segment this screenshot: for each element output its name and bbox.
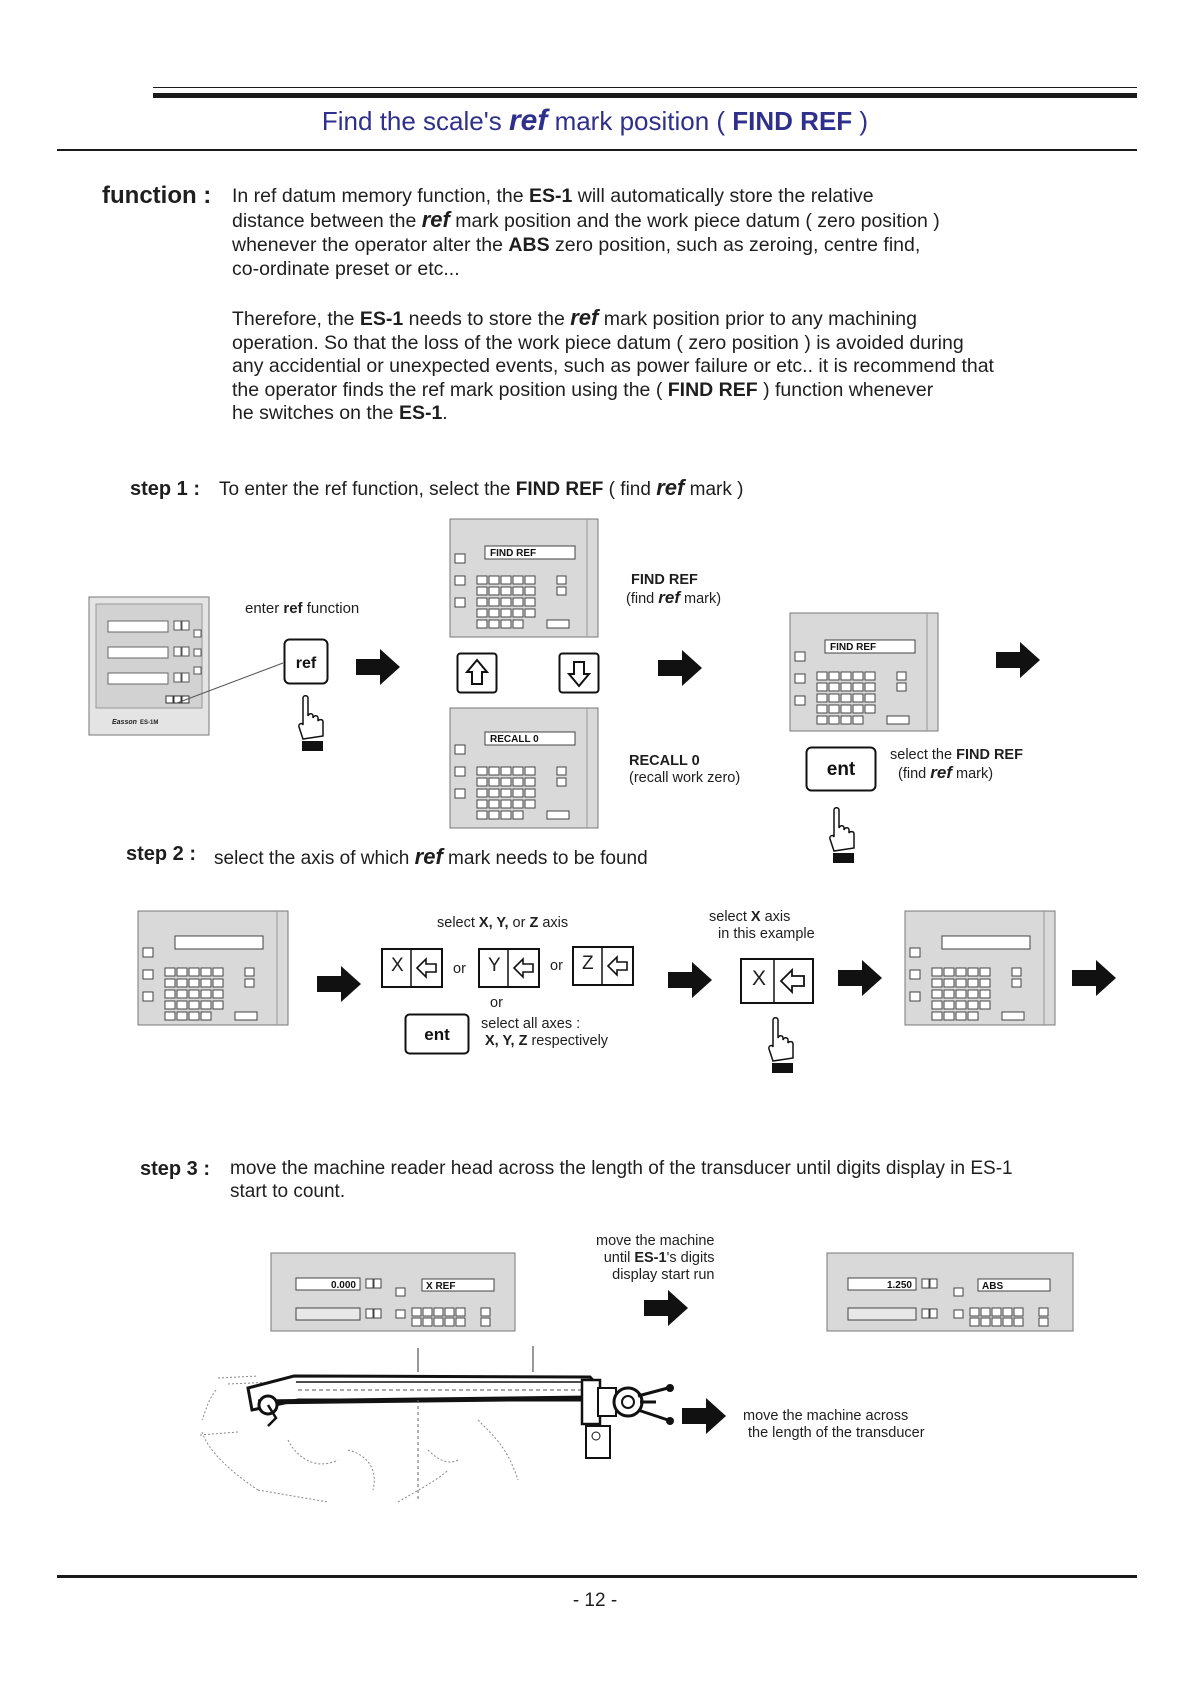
pointing-hand-icon <box>298 695 324 751</box>
or-text-3: or <box>490 995 503 1011</box>
header-thick-rule <box>153 93 1137 98</box>
arrow-right-icon <box>644 1290 688 1326</box>
up-arrow-key-button[interactable] <box>456 652 498 694</box>
dro-display-x-ref: 0.000 X REF <box>270 1252 516 1332</box>
find-ref-caption: FIND REF (find ref mark) <box>626 572 722 607</box>
svg-text:1.250: 1.250 <box>887 1280 912 1291</box>
title-underline <box>57 149 1137 151</box>
y-axis-key-button[interactable]: Y <box>478 948 540 988</box>
left-arrow-icon <box>601 948 628 984</box>
x-axis-key-label: X <box>391 955 404 976</box>
svg-text:FIND REF: FIND REF <box>830 642 876 653</box>
keypad-blank-left <box>137 910 289 1026</box>
arrow-right-icon <box>317 966 361 1002</box>
step2-label: step 2 : <box>126 843 197 865</box>
arrow-right-icon <box>838 960 882 996</box>
ent-key-button[interactable]: ent <box>805 746 877 792</box>
arrow-right-icon <box>668 962 712 998</box>
z-axis-key-label: Z <box>582 953 594 974</box>
arrow-right-icon <box>356 649 400 685</box>
pointing-hand-icon <box>768 1017 794 1073</box>
or-text-2: or <box>550 958 563 974</box>
z-axis-key-button[interactable]: Z <box>572 946 634 986</box>
milling-machine-illustration <box>199 1346 674 1503</box>
select-x-axis-caption: select X axis in this example <box>709 909 815 942</box>
step3-text: move the machine reader head across the … <box>230 1158 1013 1202</box>
step2-text: select the axis of which ref mark needs … <box>214 844 648 869</box>
svg-text:Easson: Easson <box>112 719 137 726</box>
left-arrow-icon <box>773 960 805 1002</box>
keypad-recall-0: RECALL 0 <box>449 707 599 829</box>
select-all-axes-caption: select all axes : X, Y, Z respectively <box>481 1016 609 1049</box>
keypad-find-ref: FIND REF <box>449 518 599 638</box>
left-arrow-icon <box>507 950 534 986</box>
footer-rule <box>57 1575 1137 1578</box>
x-axis-key-button[interactable]: X <box>381 948 443 988</box>
move-until-digits-caption: move the machine until ES-1's digits dis… <box>596 1233 715 1283</box>
ent-key-button[interactable]: ent <box>404 1013 470 1055</box>
page-title: Find the scale's ref mark position ( FIN… <box>321 104 869 137</box>
function-paragraph-1: In ref datum memory function, the ES-1 w… <box>232 185 940 280</box>
dro-unit: Easson ES-1M <box>88 596 210 736</box>
keypad-find-ref-selected: FIND REF <box>789 612 939 732</box>
svg-text:ES-1M: ES-1M <box>140 720 158 726</box>
recall-0-caption: RECALL 0 (recall work zero) <box>629 753 741 786</box>
arrow-right-icon <box>658 650 702 686</box>
step1-text: To enter the ref function, select the FI… <box>219 475 744 500</box>
function-label: function : <box>102 182 212 209</box>
svg-text:ent: ent <box>827 759 856 780</box>
arrow-right-icon <box>1072 960 1116 996</box>
svg-text:ref: ref <box>296 655 317 672</box>
page-number: - 12 - <box>572 1590 618 1611</box>
x-axis-key-selected-button[interactable]: X <box>740 958 814 1004</box>
svg-text:ABS: ABS <box>982 1281 1003 1292</box>
callout-line <box>176 662 284 704</box>
svg-text:ent: ent <box>424 1025 450 1044</box>
pointing-hand-icon <box>829 807 855 863</box>
left-arrow-icon <box>410 950 437 986</box>
svg-text:0.000: 0.000 <box>331 1280 356 1291</box>
or-text-1: or <box>453 961 466 977</box>
step1-label: step 1 : <box>130 478 201 500</box>
select-axis-caption: select X, Y, or Z axis <box>437 915 569 931</box>
function-paragraph-2: Therefore, the ES-1 needs to store the r… <box>232 305 994 424</box>
dro-display-abs: 1.250 ABS <box>826 1252 1074 1332</box>
arrow-right-icon <box>996 642 1040 678</box>
ref-key-button[interactable]: ref <box>283 638 329 686</box>
svg-text:X REF: X REF <box>426 1281 455 1292</box>
svg-text:RECALL 0: RECALL 0 <box>490 734 539 745</box>
move-across-caption: move the machine across the length of th… <box>743 1408 925 1441</box>
down-arrow-key-button[interactable] <box>558 652 600 694</box>
step3-label: step 3 : <box>140 1158 211 1180</box>
enter-ref-function-caption: enter ref function <box>245 600 360 617</box>
y-axis-key-label: Y <box>488 955 501 976</box>
x-axis-key-label: X <box>752 967 767 990</box>
header-thin-rule <box>153 87 1137 88</box>
arrow-right-icon <box>682 1398 726 1434</box>
svg-text:FIND REF: FIND REF <box>490 548 536 559</box>
keypad-blank-right <box>904 910 1056 1026</box>
select-find-ref-caption: select the FIND REF (find ref mark) <box>890 747 1023 782</box>
